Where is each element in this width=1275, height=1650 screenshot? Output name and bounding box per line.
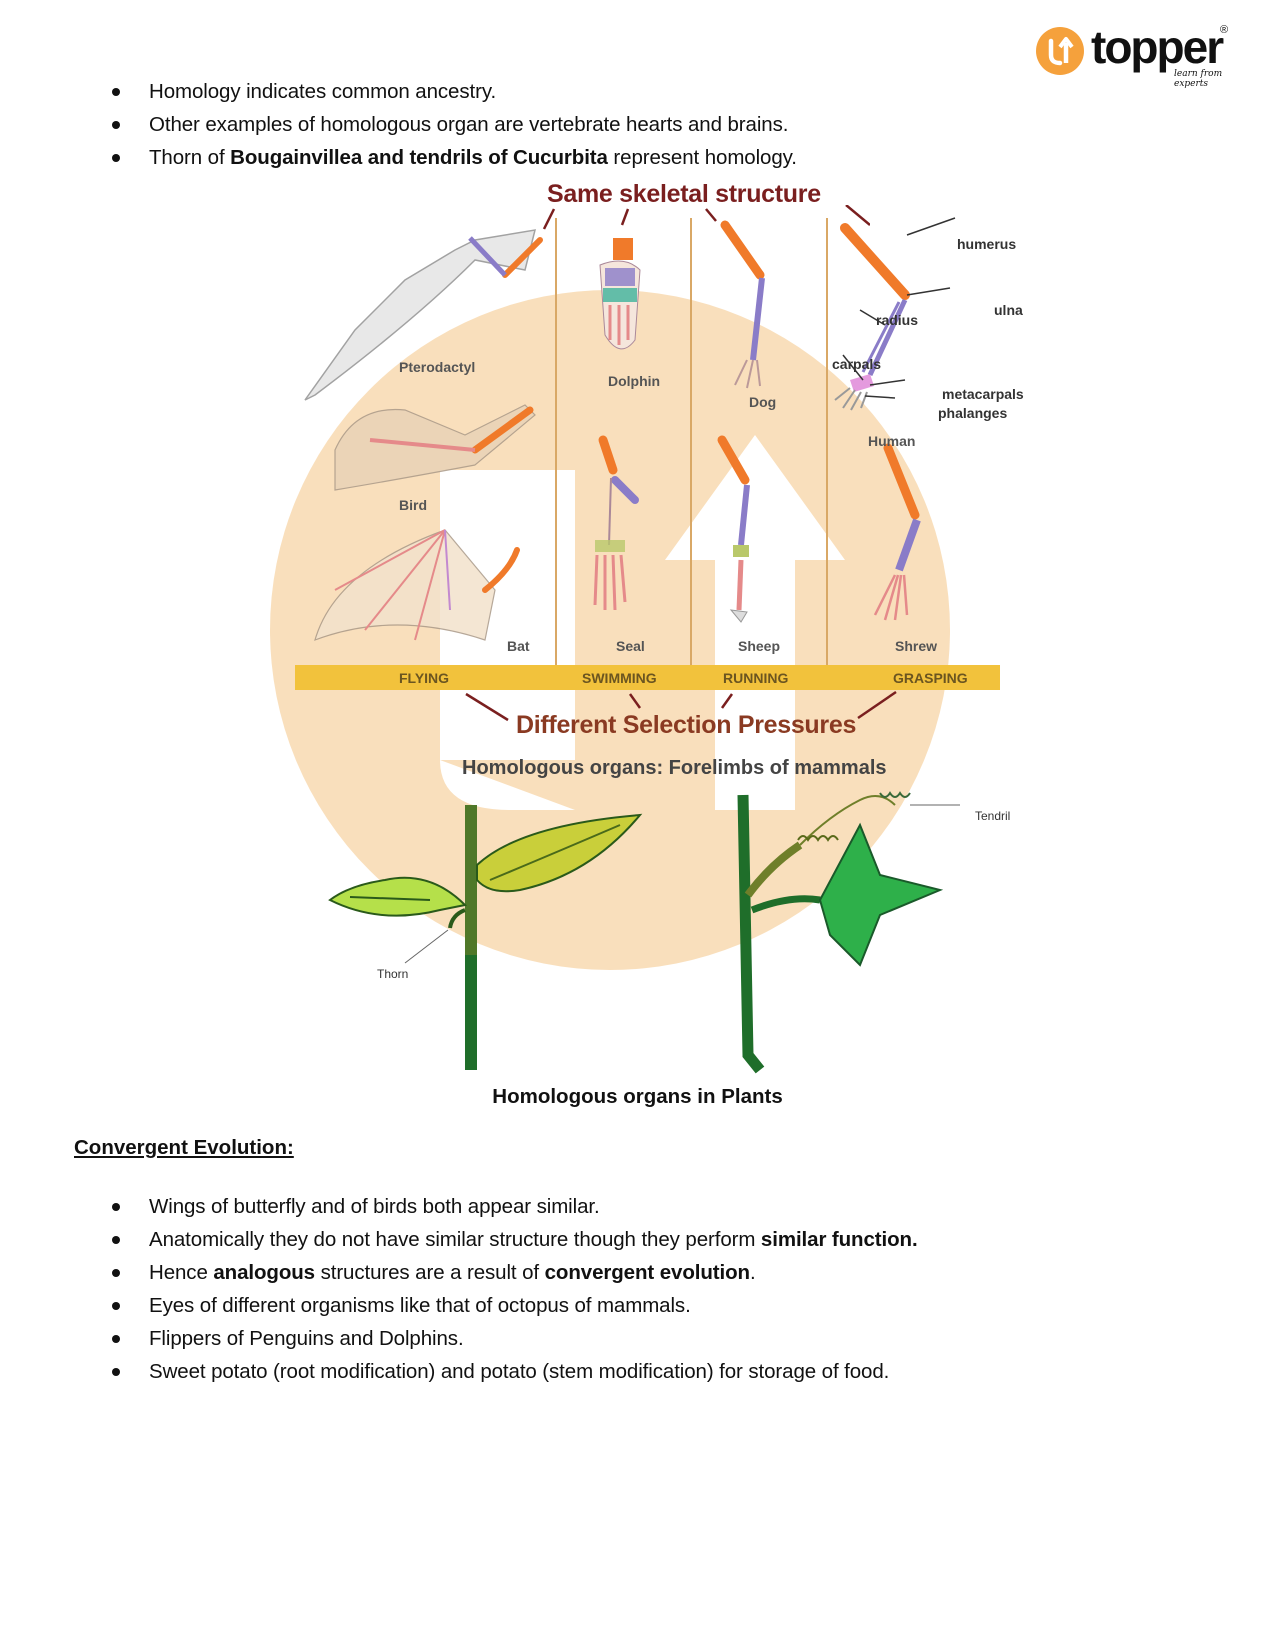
function-band (295, 665, 1000, 690)
bougainvillea-stem-icon (328, 805, 643, 1070)
bullet-text: Homology indicates common ancestry. (149, 80, 497, 103)
list-item: Thorn of Bougainvillea and tendrils of C… (112, 141, 797, 174)
thorn-label: Thorn (377, 967, 409, 981)
bullet-text: Hence (149, 1261, 214, 1284)
animal-label: Seal (616, 638, 645, 654)
bone-label-carpals: carpals (832, 356, 882, 372)
bullet-text: Anatomically they do not have similar st… (149, 1228, 761, 1251)
bird-wing-icon (334, 404, 536, 491)
figure-heading-bottom: Different Selection Pressures (516, 711, 857, 739)
bullet-icon (112, 121, 120, 129)
bone-label-radius: radius (876, 312, 919, 328)
figure-heading-top: Same skeletal structure (547, 180, 821, 208)
bullet-icon (112, 88, 120, 96)
function-label-grasping: GRASPING (893, 670, 968, 686)
bullet-icon (112, 1269, 120, 1277)
animal-label: Sheep (738, 638, 781, 654)
function-label-swimming: SWIMMING (582, 670, 657, 686)
section-heading-convergent-evolution: Convergent Evolution: (74, 1136, 294, 1159)
bullet-icon (112, 1302, 120, 1310)
bullet-icon (112, 1368, 120, 1376)
brand-logo: topper ® learn from experts (1036, 21, 1236, 89)
bullet-text: represent homology. (607, 146, 797, 169)
logo-wordmark: topper (1091, 21, 1224, 73)
bullet-text: structures are a result of (314, 1261, 545, 1284)
sheep-leg-icon (717, 435, 750, 623)
column-divider (555, 218, 557, 690)
list-item: Other examples of homologous organ are v… (112, 108, 797, 141)
pterodactyl-wing-icon (304, 229, 543, 401)
bone-label-ulna: ulna (994, 302, 1023, 318)
tendril-label: Tendril (975, 809, 1011, 823)
animal-label: Bird (399, 497, 427, 513)
animal-label: Shrew (895, 638, 938, 654)
bullet-icon (112, 154, 120, 162)
cucurbita-stem-icon (737, 791, 960, 1074)
bone-label-metacarpals: metacarpals (942, 386, 1024, 402)
bullet-bold-text: convergent evolution (544, 1261, 750, 1284)
bullet-icon (112, 1335, 120, 1343)
bullet-text: Sweet potato (root modification) and pot… (149, 1360, 890, 1383)
bat-wing-icon (314, 529, 520, 641)
function-label-running: RUNNING (723, 670, 789, 686)
registered-mark: ® (1220, 24, 1229, 36)
forelimb-figure-caption: Homologous organs: Forelimbs of mammals (462, 757, 887, 779)
bullet-bold-text: analogous (213, 1261, 315, 1284)
pressure-pointer-lines (465, 690, 897, 722)
bullet-icon (112, 1236, 120, 1244)
animal-label: Human (868, 433, 916, 449)
list-item: Wings of butterfly and of birds both app… (112, 1190, 918, 1223)
bone-label-phalanges: phalanges (938, 405, 1008, 421)
list-item: Flippers of Penguins and Dolphins. (112, 1322, 918, 1355)
bone-label-humerus: humerus (957, 236, 1017, 252)
shrew-arm-icon (873, 443, 921, 621)
bullet-text: Other examples of homologous organ are v… (149, 113, 789, 136)
list-item: Homology indicates common ancestry. (112, 75, 797, 108)
seal-flipper-icon (593, 435, 639, 611)
bullet-bold-text: similar function. (760, 1228, 918, 1251)
logo-badge-icon (1036, 27, 1084, 75)
animal-label: Pterodactyl (399, 359, 476, 375)
bullet-text: Eyes of different organisms like that of… (149, 1294, 691, 1317)
bullet-text: . (749, 1261, 756, 1284)
dog-leg-icon (720, 220, 765, 389)
bullet-icon (112, 1203, 120, 1211)
animal-label: Bat (507, 638, 530, 654)
heading-pointer-lines (542, 205, 870, 230)
bullet-text: Thorn of (149, 146, 231, 169)
animal-label: Dolphin (608, 373, 661, 389)
bullet-text: Flippers of Penguins and Dolphins. (149, 1327, 464, 1350)
list-item: Anatomically they do not have similar st… (112, 1223, 918, 1256)
bullet-bold-text: Bougainvillea and tendrils of Cucurbita (230, 146, 608, 169)
column-divider (690, 218, 692, 690)
human-arm-icon (834, 217, 956, 411)
list-item: Sweet potato (root modification) and pot… (112, 1355, 918, 1388)
dolphin-flipper-icon (599, 238, 641, 350)
forelimb-illustrations (304, 217, 956, 641)
plant-figure-caption: Homologous organs in Plants (492, 1085, 783, 1108)
logo-tagline: learn from experts (1174, 69, 1223, 89)
bullet-text: Wings of butterfly and of birds both app… (149, 1195, 600, 1218)
list-item: Hence analogous structures are a result … (112, 1256, 918, 1289)
column-divider (826, 218, 828, 690)
function-label-flying: FLYING (399, 670, 450, 686)
list-item: Eyes of different organisms like that of… (112, 1289, 918, 1322)
intro-bullet-list: Homology indicates common ancestry. Othe… (112, 75, 797, 174)
animal-label: Dog (749, 394, 777, 410)
convergent-bullet-list: Wings of butterfly and of birds both app… (112, 1190, 918, 1388)
plant-illustrations (328, 791, 960, 1074)
